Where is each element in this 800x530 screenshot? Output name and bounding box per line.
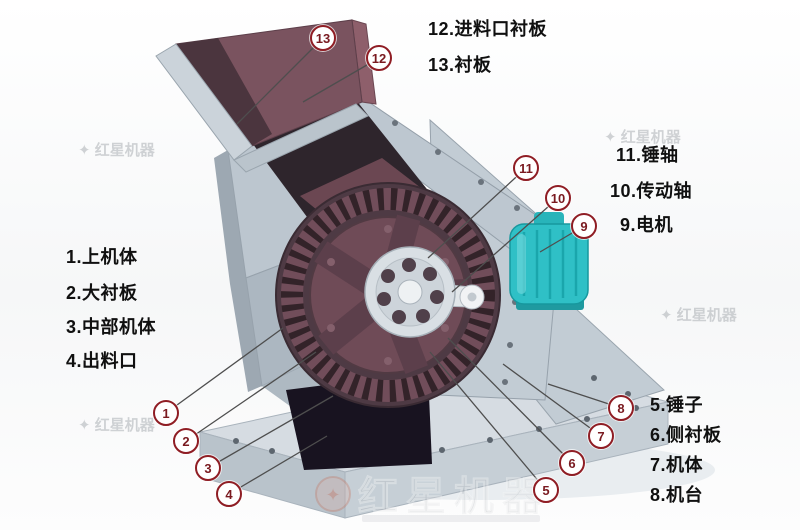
label-12: 12.进料口衬板 — [428, 19, 548, 39]
label-5: 5.锤子 — [650, 395, 704, 415]
watermark-star-icon: ✦ — [660, 307, 673, 324]
watermark-mark: ✦ 红星机器 — [78, 416, 156, 434]
watermark-brand-text: 红星机器 — [677, 306, 738, 324]
watermark-star-icon: ✦ — [78, 417, 91, 434]
watermark-mark: ✦ 红星机器 — [660, 306, 738, 324]
label-8: 8.机台 — [650, 485, 704, 505]
callout-11: 11 — [513, 155, 539, 181]
watermark-center-brand: 红星机器 — [358, 475, 550, 519]
leader-line-6 — [447, 337, 573, 464]
label-11: 11.锤轴 — [616, 145, 679, 165]
watermark-center-star-icon: ✦ — [325, 485, 340, 505]
callout-1: 1 — [153, 400, 179, 426]
label-3: 3.中部机体 — [66, 317, 157, 337]
callout-3: 3 — [195, 455, 221, 481]
label-13: 13.衬板 — [428, 55, 492, 75]
leader-line-1 — [165, 327, 284, 414]
label-10: 10.传动轴 — [610, 181, 693, 201]
label-9: 9.电机 — [620, 215, 674, 235]
watermark-mark: ✦ 红星机器 — [78, 141, 156, 159]
callout-5: 5 — [533, 477, 559, 503]
watermark-logo-center: ✦ 红星机器 — [315, 475, 550, 522]
motor — [509, 212, 589, 310]
feed-hopper — [155, 19, 377, 173]
watermark-gear-icon — [315, 476, 351, 512]
watermark-brand-text: 红星机器 — [95, 141, 156, 159]
watermark-smallprint-bar — [362, 515, 540, 522]
rotor-studs — [327, 225, 449, 365]
callout-10: 10 — [545, 185, 571, 211]
callout-9: 9 — [571, 213, 597, 239]
leader-line-11 — [427, 167, 527, 259]
leader-line-2 — [185, 351, 317, 442]
callout-4: 4 — [216, 481, 242, 507]
label-4: 4.出料口 — [66, 351, 138, 371]
leader-line-13 — [236, 37, 324, 125]
watermark-mark: ✦ 红星机器 — [604, 128, 682, 146]
callout-7: 7 — [588, 423, 614, 449]
callout-2: 2 — [173, 428, 199, 454]
callout-6: 6 — [559, 450, 585, 476]
callout-12: 12 — [366, 45, 392, 71]
watermark-brand-text: 红星机器 — [621, 128, 682, 146]
watermark-star-icon: ✦ — [78, 142, 91, 159]
watermark-brand-text: 红星机器 — [95, 416, 156, 434]
hub-bolt-holes — [377, 258, 444, 324]
callout-13: 13 — [310, 25, 336, 51]
leader-line-5 — [429, 351, 547, 491]
label-1: 1.上机体 — [66, 247, 138, 267]
callout-8: 8 — [608, 395, 634, 421]
hub-and-shaft — [364, 246, 485, 338]
label-6: 6.侧衬板 — [650, 425, 722, 445]
leader-line-7 — [502, 363, 602, 437]
leader-line-4 — [228, 435, 328, 495]
leader-line-12 — [302, 57, 380, 103]
leader-line-10 — [451, 197, 559, 293]
watermark-star-icon: ✦ — [604, 129, 617, 146]
label-2: 2.大衬板 — [66, 283, 138, 303]
label-7: 7.机体 — [650, 455, 704, 475]
watermarks: ✦ 红星机器 ✦ 红星机器 ✦ 红星机器 ✦ 红星机器 ✦ 红星机器 — [78, 128, 738, 522]
leader-line-3 — [207, 395, 334, 469]
